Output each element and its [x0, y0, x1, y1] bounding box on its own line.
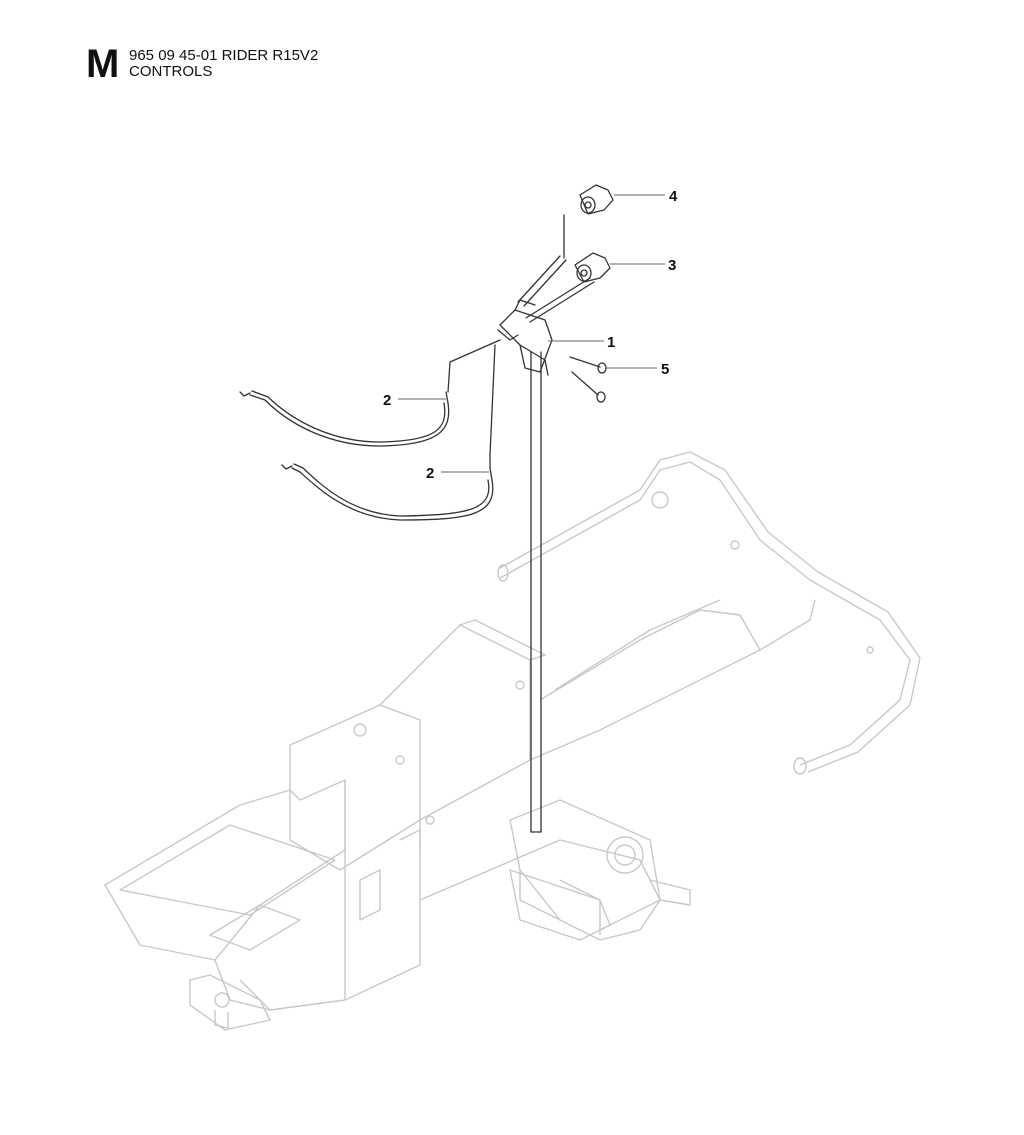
- section-letter: M: [86, 42, 120, 86]
- callout-1: 1: [607, 334, 615, 351]
- diagram-header: M 965 09 45-01 RIDER R15V2 CONTROLS: [86, 44, 486, 84]
- control-parts: [239, 184, 614, 833]
- section-title: CONTROLS: [129, 63, 213, 80]
- callout-5: 5: [661, 361, 669, 378]
- callout-3: 3: [668, 257, 676, 274]
- callout-2-lower: 2: [426, 465, 434, 482]
- callout-numbers: 4 3 1 5 2 2: [383, 188, 678, 482]
- model-line: 965 09 45-01 RIDER R15V2: [129, 47, 319, 64]
- chassis-frame: [104, 451, 921, 1031]
- callout-2-upper: 2: [383, 392, 391, 409]
- callout-4: 4: [669, 188, 678, 205]
- leader-lines: [398, 194, 665, 473]
